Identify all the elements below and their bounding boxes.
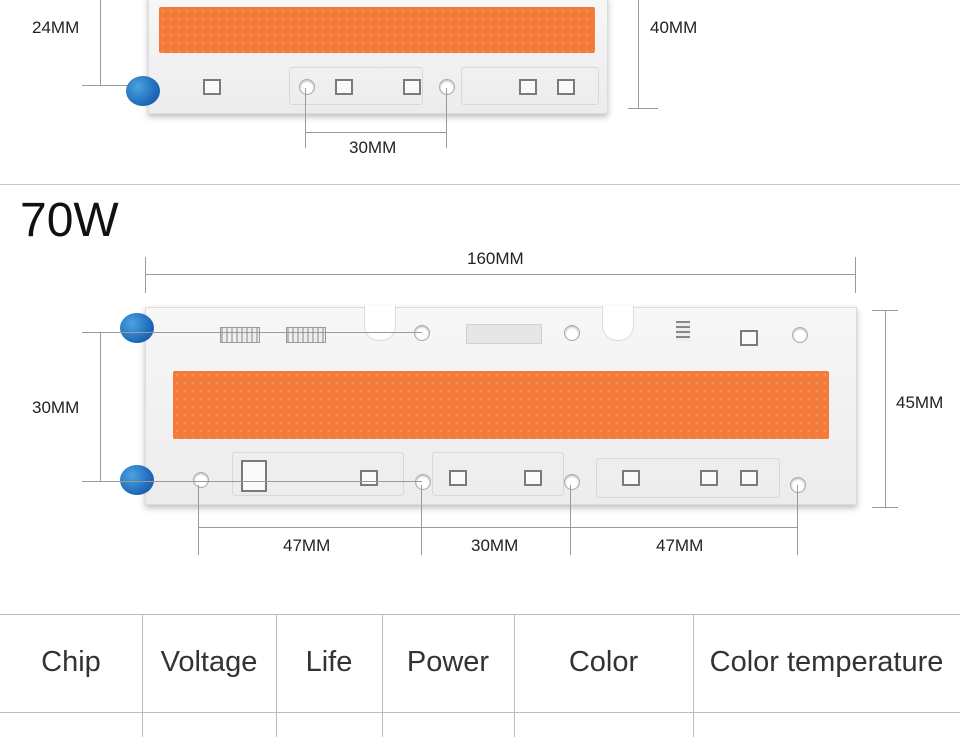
- section-divider: [0, 184, 960, 185]
- driver-chip: [466, 324, 542, 344]
- spec-table: Chip Voltage Life Power Color Color temp…: [0, 614, 960, 737]
- spec-table-header-row: [0, 614, 960, 713]
- hole-spacing-line: [198, 485, 199, 555]
- column-divider: [142, 614, 143, 737]
- mount-hole: [564, 474, 580, 490]
- column-divider: [693, 614, 694, 737]
- mount-hole: [790, 477, 806, 493]
- column-divider: [514, 614, 515, 737]
- top-pad: [557, 79, 575, 95]
- pad: [449, 470, 467, 486]
- pad-large: [241, 460, 267, 492]
- length-tick-left: [145, 257, 146, 293]
- mount-hole: [564, 325, 580, 341]
- top-board-height-label: 40MM: [650, 18, 698, 37]
- board-segment: [232, 452, 404, 496]
- top-spacing-line-left: [305, 88, 306, 148]
- capacitor-bottom: [120, 465, 154, 495]
- column-divider: [276, 614, 277, 737]
- sensor-component: [676, 321, 690, 341]
- length-label: 160MM: [467, 249, 524, 268]
- header-color-temperature: Color temperature: [709, 646, 944, 678]
- top-led-strip: [159, 7, 595, 53]
- pad: [622, 470, 640, 486]
- header-color: Color: [568, 646, 639, 678]
- pad: [740, 330, 758, 346]
- top-board-height-line: [638, 0, 639, 108]
- section-title-70w: 70W: [20, 194, 119, 247]
- top-pad: [403, 79, 421, 95]
- capacitor-top: [120, 313, 154, 343]
- top-capacitor: [126, 76, 160, 106]
- hole-spacing-line: [570, 485, 571, 555]
- board-segment: [432, 452, 564, 496]
- top-height-label: 24MM: [32, 18, 80, 37]
- mount-hole: [193, 472, 209, 488]
- header-chip: Chip: [41, 646, 101, 678]
- top-spacing-line-right: [446, 88, 447, 148]
- hole-spacing-label-1: 47MM: [283, 536, 331, 555]
- top-spacing-line: [305, 132, 446, 133]
- pad: [740, 470, 758, 486]
- top-board-segment: [289, 67, 423, 105]
- mount-hole: [414, 325, 430, 341]
- length-line: [145, 274, 855, 275]
- led-board-70w: [145, 306, 857, 505]
- board-notch: [364, 306, 396, 341]
- cap-guide-line-bottom: [82, 481, 422, 482]
- pad: [524, 470, 542, 486]
- column-divider: [382, 614, 383, 737]
- header-power: Power: [406, 646, 490, 678]
- mount-hole: [415, 474, 431, 490]
- hole-spacing-baseline: [198, 527, 797, 528]
- hole-spacing-line: [421, 485, 422, 555]
- top-pad: [519, 79, 537, 95]
- top-pad: [203, 79, 221, 95]
- pad: [700, 470, 718, 486]
- board-notch: [602, 306, 634, 341]
- mount-hole: [792, 327, 808, 343]
- top-board-height-tick: [628, 108, 658, 109]
- top-spacing-label: 30MM: [349, 138, 397, 157]
- top-led-board: [148, 0, 608, 114]
- led-strip-70w: [173, 371, 829, 439]
- height-label: 45MM: [896, 393, 944, 412]
- header-voltage: Voltage: [160, 646, 258, 678]
- resistor: [220, 327, 260, 343]
- hole-spacing-line: [797, 485, 798, 555]
- height-tick-bottom: [872, 507, 898, 508]
- cap-guide-line-top: [82, 332, 422, 333]
- pad: [360, 470, 378, 486]
- top-mount-hole: [299, 79, 315, 95]
- top-board-segment: [461, 67, 599, 105]
- top-pad: [335, 79, 353, 95]
- height-line: [885, 310, 886, 507]
- top-height-line: [100, 0, 101, 85]
- hole-spacing-label-2: 30MM: [471, 536, 519, 555]
- board-segment: [596, 458, 780, 498]
- header-life: Life: [305, 646, 353, 678]
- height-tick-top: [872, 310, 898, 311]
- hole-spacing-label-3: 47MM: [656, 536, 704, 555]
- cap-spacing-label: 30MM: [32, 398, 80, 417]
- top-mount-hole: [439, 79, 455, 95]
- resistor: [286, 327, 326, 343]
- cap-spacing-line: [100, 332, 101, 481]
- length-tick-right: [855, 257, 856, 293]
